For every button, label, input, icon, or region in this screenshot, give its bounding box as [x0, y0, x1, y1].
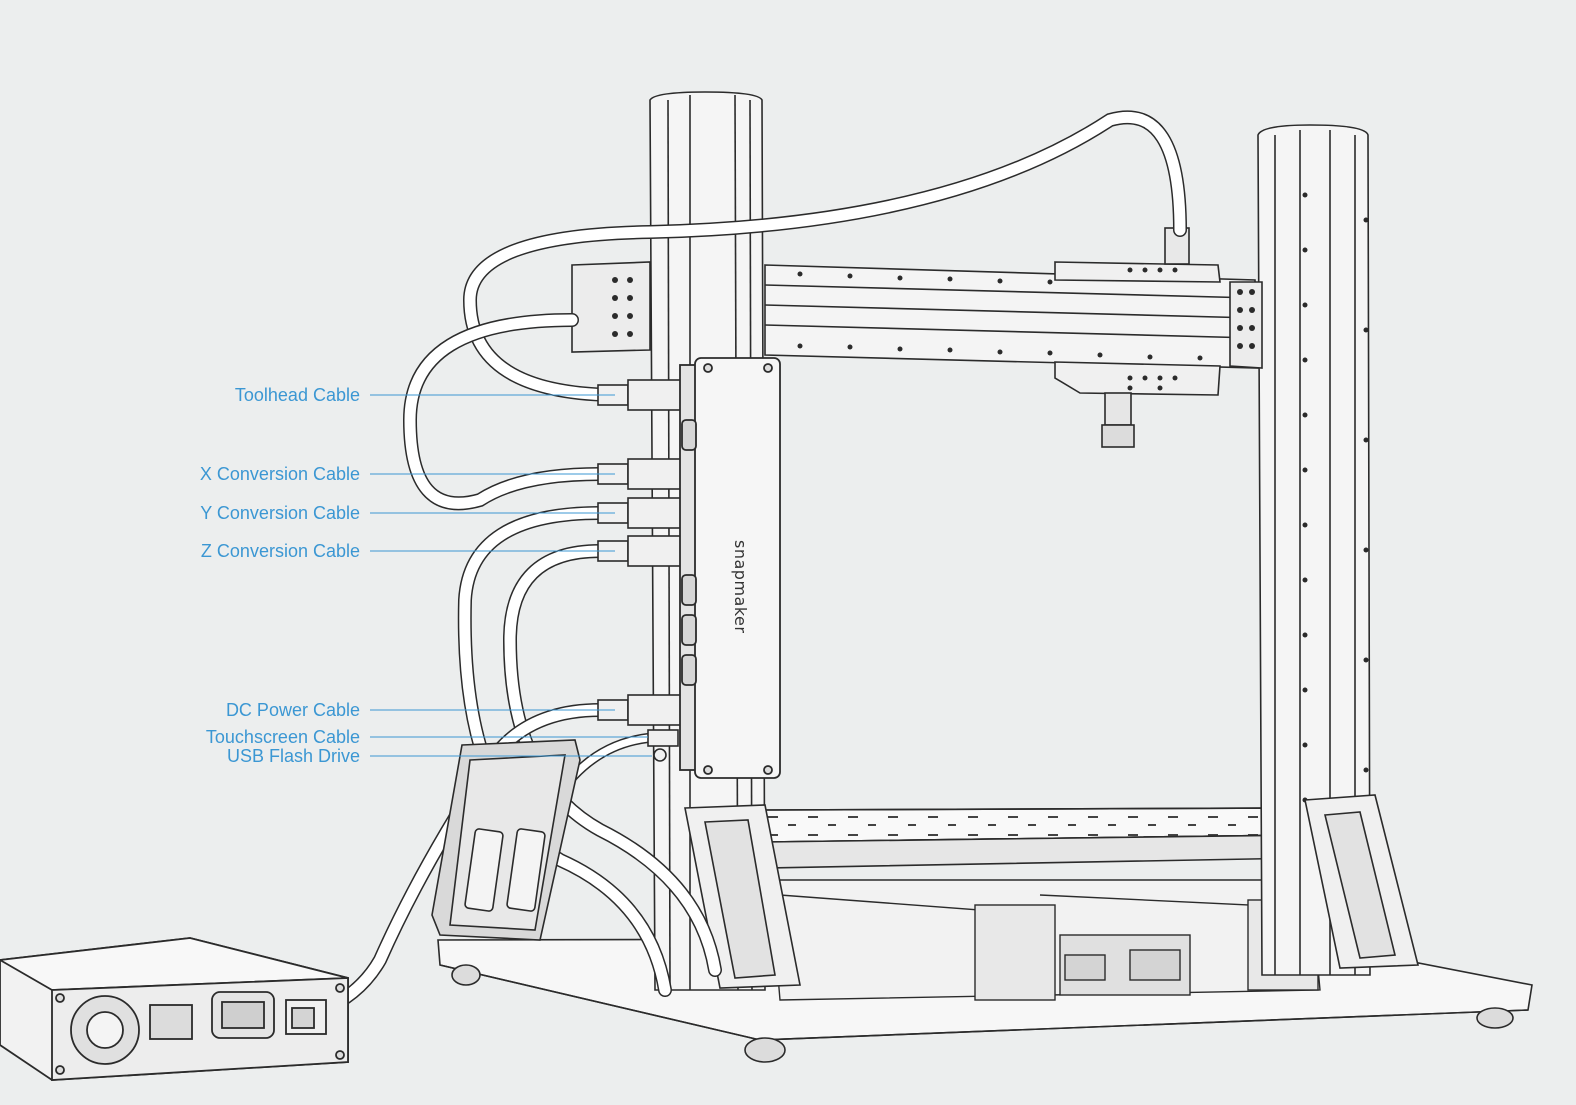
controller-box	[679, 357, 781, 779]
worktable	[761, 807, 1307, 869]
label-y-conversion-cable: Y Conversion Cable	[200, 503, 360, 523]
toolhead	[1054, 227, 1221, 448]
leader-lines	[370, 394, 652, 757]
right-foot-bracket	[1304, 794, 1420, 969]
connectors	[597, 379, 684, 762]
toolhead-holes	[1127, 267, 1178, 391]
right-column-holes	[1302, 192, 1369, 803]
gantry-holes	[612, 271, 1255, 361]
y-axis-rails	[769, 879, 1321, 1001]
label-toolhead-cable: Toolhead Cable	[234, 385, 360, 405]
label-x-conversion-cable: X Conversion Cable	[199, 464, 360, 484]
label-z-conversion-cable: Z Conversion Cable	[200, 541, 360, 561]
label-touchscreen-cable: Touchscreen Cable	[205, 727, 360, 747]
label-usb-flash-drive: USB Flash Drive	[226, 746, 360, 766]
label-dc-power-cable: DC Power Cable	[225, 700, 360, 720]
touchscreen	[431, 739, 581, 941]
brand-logo: snapmaker	[731, 540, 750, 633]
power-supply	[0, 937, 349, 1081]
